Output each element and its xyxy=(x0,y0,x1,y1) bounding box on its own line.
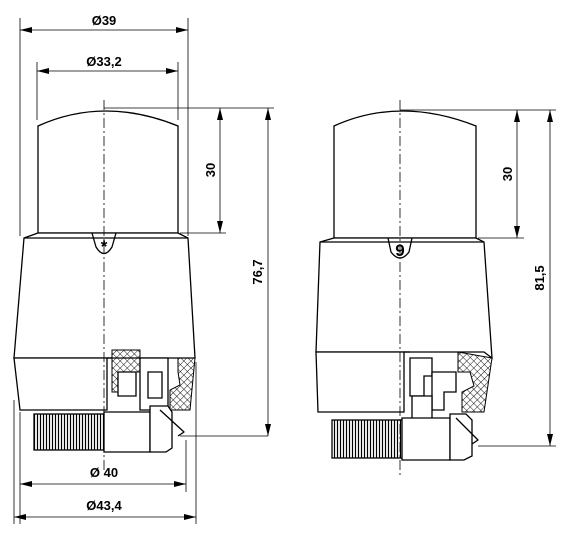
right-setting-mark: 9 xyxy=(395,241,404,260)
right-knurled-nut xyxy=(331,419,405,459)
dim-overall-diameter: Ø43,4 xyxy=(86,498,122,513)
left-dimensions: Ø39 Ø33,2 30 76,7 Ø 40 Ø43,4 xyxy=(13,13,274,524)
dim-left-cap-height: 30 xyxy=(203,163,218,177)
left-hatched-section xyxy=(169,357,196,411)
left-skirt xyxy=(13,357,108,411)
dim-left-total-height: 76,7 xyxy=(250,259,265,284)
right-dimensions: 30 81,5 xyxy=(400,109,556,446)
right-thermostat-head: 9 xyxy=(315,100,556,476)
dim-nut-diameter: Ø 40 xyxy=(90,465,118,480)
right-hatched-section xyxy=(457,351,493,413)
left-setting-mark: * xyxy=(101,237,108,256)
right-skirt xyxy=(315,351,405,413)
dim-right-cap-height: 30 xyxy=(500,167,515,181)
right-body xyxy=(315,237,493,360)
left-knurled-nut xyxy=(33,413,107,451)
dim-inner-cap-diameter: Ø33,2 xyxy=(86,54,121,69)
left-cap xyxy=(37,110,179,234)
left-thermostat-head: * xyxy=(13,100,268,470)
dim-outer-cap-diameter: Ø39 xyxy=(92,13,117,28)
right-cap xyxy=(333,110,477,239)
dim-right-total-height: 81,5 xyxy=(532,265,547,290)
